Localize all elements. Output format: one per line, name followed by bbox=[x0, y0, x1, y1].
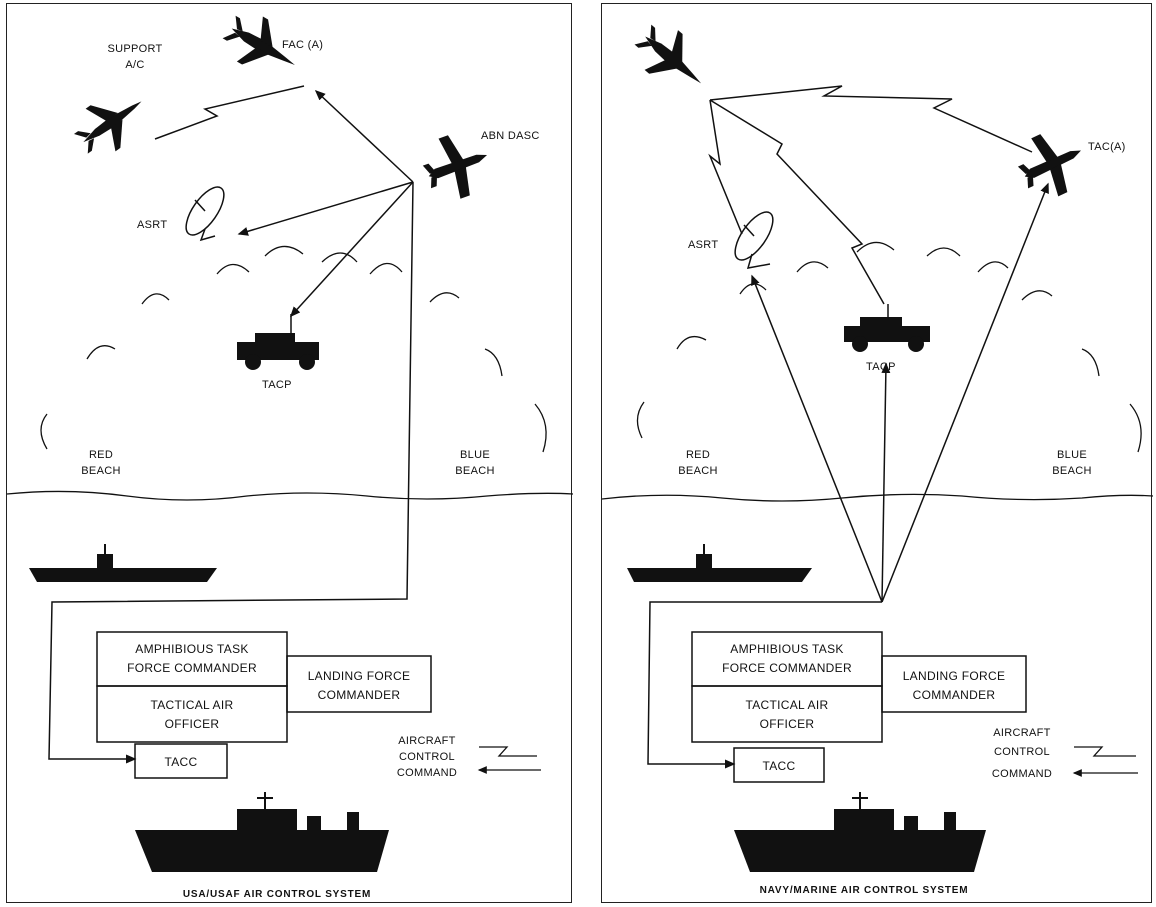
fac-aircraft-icon bbox=[222, 15, 295, 65]
command-ship-icon bbox=[135, 792, 389, 872]
lfc-label-1: LANDING FORCE bbox=[308, 669, 411, 683]
lfc-label-1: LANDING FORCE bbox=[903, 669, 1006, 683]
diagram-caption: NAVY/MARINE AIR CONTROL SYSTEM bbox=[760, 885, 969, 896]
abn-dasc-aircraft-icon bbox=[422, 135, 488, 199]
tacc-label: TACC bbox=[165, 755, 198, 769]
atfc-label-1: AMPHIBIOUS TASK bbox=[730, 642, 843, 656]
usaf-diagram: SUPPORT A/C FAC (A) ABN DASC ASRT TACP R… bbox=[7, 15, 573, 900]
atfc-label-2: FORCE COMMANDER bbox=[722, 661, 852, 675]
shoreline bbox=[7, 490, 573, 501]
fac-label: FAC (A) bbox=[282, 39, 323, 51]
asrt-label: ASRT bbox=[688, 239, 718, 251]
legend-symbols bbox=[1072, 746, 1138, 777]
red-beach-label-2: BEACH bbox=[678, 465, 717, 477]
carrier-ship-icon bbox=[627, 544, 812, 582]
terrain-arcs bbox=[40, 245, 547, 453]
carrier-ship-icon bbox=[29, 544, 217, 582]
navy-marine-diagram: TAC(A) ASRT TACP RED BEACH BLUE BEACH AM… bbox=[602, 24, 1153, 896]
blue-beach-label-1: BLUE bbox=[460, 449, 490, 461]
lfc-label-2: COMMANDER bbox=[318, 688, 401, 702]
aircraft-control-lines bbox=[708, 85, 1033, 305]
legend-aircraft: AIRCRAFT bbox=[398, 735, 455, 747]
legend-command: COMMAND bbox=[992, 768, 1052, 780]
lfc-label-2: COMMANDER bbox=[913, 688, 996, 702]
legend-control: CONTROL bbox=[994, 746, 1050, 758]
attack-aircraft-icon bbox=[634, 24, 702, 84]
support-aircraft-icon bbox=[73, 101, 142, 154]
tao-label-2: OFFICER bbox=[760, 717, 815, 731]
terrain-arcs bbox=[636, 241, 1142, 453]
tacp-jeep-icon bbox=[237, 314, 319, 370]
atfc-label-1: AMPHIBIOUS TASK bbox=[135, 642, 248, 656]
blue-beach-label-2: BEACH bbox=[455, 465, 494, 477]
legend-aircraft: AIRCRAFT bbox=[993, 727, 1050, 739]
tacc-label: TACC bbox=[763, 759, 796, 773]
blue-beach-label-1: BLUE bbox=[1057, 449, 1087, 461]
red-beach-label-1: RED bbox=[686, 449, 710, 461]
tao-label-1: TACTICAL AIR bbox=[746, 698, 829, 712]
usaf-diagram-panel: SUPPORT A/C FAC (A) ABN DASC ASRT TACP R… bbox=[6, 3, 573, 903]
navy-marine-diagram-panel: TAC(A) ASRT TACP RED BEACH BLUE BEACH AM… bbox=[601, 3, 1153, 903]
command-ship-icon bbox=[734, 792, 986, 872]
asrt-radar-icon bbox=[734, 211, 774, 269]
diagram-caption: USA/USAF AIR CONTROL SYSTEM bbox=[183, 889, 371, 900]
command-lines bbox=[647, 182, 1049, 769]
legend-command: COMMAND bbox=[397, 767, 457, 779]
support-ac-label-2: A/C bbox=[125, 59, 144, 71]
tacp-jeep-icon bbox=[844, 304, 930, 352]
command-boxes bbox=[96, 631, 432, 779]
support-ac-label-1: SUPPORT bbox=[107, 43, 162, 55]
asrt-radar-icon bbox=[185, 186, 225, 242]
tacp-label: TACP bbox=[866, 361, 896, 373]
asrt-label: ASRT bbox=[137, 219, 167, 231]
abn-dasc-label: ABN DASC bbox=[481, 130, 540, 142]
tao-label-2: OFFICER bbox=[165, 717, 220, 731]
red-beach-label-1: RED bbox=[89, 449, 113, 461]
red-beach-label-2: BEACH bbox=[81, 465, 120, 477]
tac-a-aircraft-icon bbox=[1017, 134, 1082, 197]
legend-symbols bbox=[477, 746, 541, 774]
tao-label-1: TACTICAL AIR bbox=[151, 698, 234, 712]
command-boxes bbox=[691, 631, 1027, 783]
tac-a-label: TAC(A) bbox=[1088, 141, 1126, 153]
legend-control: CONTROL bbox=[399, 751, 455, 763]
aircraft-control-line bbox=[154, 85, 305, 140]
shoreline bbox=[602, 493, 1153, 502]
command-lines bbox=[48, 89, 414, 764]
blue-beach-label-2: BEACH bbox=[1052, 465, 1091, 477]
atfc-label-2: FORCE COMMANDER bbox=[127, 661, 257, 675]
tacp-label: TACP bbox=[262, 379, 292, 391]
